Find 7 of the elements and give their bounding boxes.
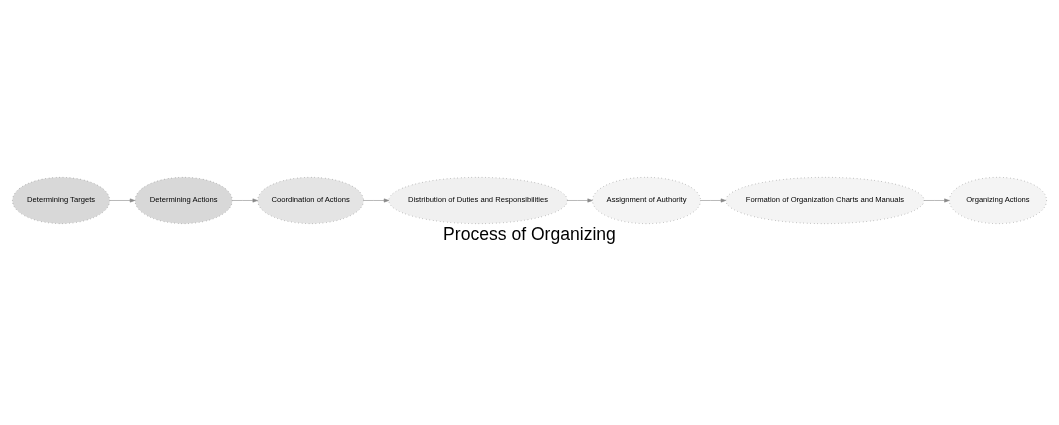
arrow	[232, 198, 258, 203]
arrow	[363, 198, 390, 203]
arrow	[700, 198, 727, 203]
diagram-title: Process of Organizing	[443, 224, 616, 245]
arrow	[567, 198, 593, 203]
arrow	[923, 198, 950, 203]
arrow	[109, 198, 136, 203]
